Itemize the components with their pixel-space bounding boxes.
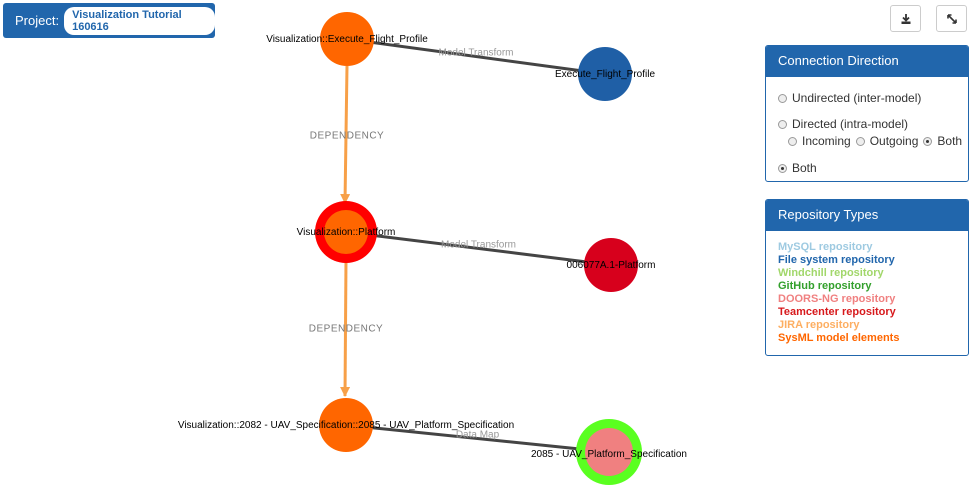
legend-doors-ng: DOORS-NG repository	[778, 293, 896, 305]
both-option[interactable]: Both	[778, 159, 956, 177]
connection-direction-panel: Connection Direction Undirected (inter-m…	[765, 45, 969, 182]
link-edge-label: Model Transform	[441, 240, 516, 251]
connection-direction-title: Connection Direction	[766, 46, 968, 77]
node-label: 006077A.1-Platform	[567, 260, 656, 271]
repository-types-panel: Repository Types MySQL repository File s…	[765, 199, 969, 356]
node-circle[interactable]	[584, 238, 638, 292]
incoming-radio[interactable]	[788, 136, 797, 146]
project-badge: Project: Visualization Tutorial 160616	[3, 3, 215, 38]
both-sub-label: Both	[937, 134, 963, 148]
both-label: Both	[792, 161, 817, 175]
dependency-edge-label: DEPENDENCY	[310, 131, 384, 142]
node-label: Visualization::2082 - UAV_Specification:…	[178, 420, 514, 431]
direction-sub-options: Incoming Outgoing Both	[778, 133, 962, 149]
graph-node[interactable]	[576, 419, 642, 485]
outgoing-label: Outgoing	[869, 134, 919, 148]
undirected-radio[interactable]	[778, 93, 787, 103]
project-label: Project:	[15, 13, 60, 28]
project-name-pill[interactable]: Visualization Tutorial 160616	[64, 6, 215, 35]
node-circle[interactable]	[320, 12, 374, 66]
legend-github: GitHub repository	[778, 280, 872, 292]
outgoing-radio[interactable]	[855, 136, 865, 146]
link-edge[interactable]	[345, 230, 612, 267]
link-edge[interactable]	[346, 37, 606, 76]
expand-icon	[946, 13, 957, 24]
both-radio[interactable]	[778, 163, 787, 173]
node-circle[interactable]	[578, 47, 632, 101]
directed-option[interactable]: Directed (intra-model)	[778, 115, 956, 133]
repository-legend: MySQL repository File system repository …	[766, 231, 968, 353]
undirected-option[interactable]: Undirected (inter-model)	[778, 89, 956, 107]
dependency-edge[interactable]	[340, 258, 351, 397]
node-label: Visualization::Platform	[297, 227, 396, 238]
legend-jira: JIRA repository	[778, 319, 860, 331]
graph-node[interactable]	[578, 47, 632, 101]
directed-label: Directed (intra-model)	[792, 117, 909, 131]
download-button[interactable]	[890, 5, 921, 32]
both-sub-radio[interactable]	[923, 136, 933, 146]
node-circle[interactable]	[324, 210, 368, 254]
expand-button[interactable]	[936, 5, 967, 32]
directed-radio[interactable]	[778, 119, 787, 129]
legend-mysql: MySQL repository	[778, 241, 873, 253]
dependency-edge-label: DEPENDENCY	[309, 324, 383, 335]
graph-node[interactable]	[320, 12, 374, 66]
legend-teamcenter: Teamcenter repository	[778, 306, 896, 318]
link-edge-label: Model Transform	[438, 48, 513, 59]
link-edge[interactable]	[345, 423, 610, 454]
link-edge-label: Data Map	[456, 430, 500, 441]
graph-node[interactable]	[319, 398, 373, 452]
node-label: Execute_Flight_Profile	[555, 69, 655, 80]
node-circle[interactable]	[319, 398, 373, 452]
node-label: Visualization::Execute_Flight_Profile	[266, 34, 428, 45]
incoming-label: Incoming	[802, 134, 851, 148]
graph-node[interactable]	[584, 238, 638, 292]
download-icon	[901, 13, 910, 24]
node-circle[interactable]	[585, 428, 633, 476]
undirected-label: Undirected (inter-model)	[792, 91, 922, 105]
repository-types-title: Repository Types	[766, 200, 968, 231]
node-label: 2085 - UAV_Platform_Specification	[531, 449, 687, 460]
legend-file-system: File system repository	[778, 254, 895, 266]
graph-node[interactable]	[315, 201, 377, 263]
legend-sysml: SysML model elements	[778, 332, 900, 344]
dependency-edge[interactable]	[340, 65, 351, 204]
legend-windchill: Windchill repository	[778, 267, 884, 279]
